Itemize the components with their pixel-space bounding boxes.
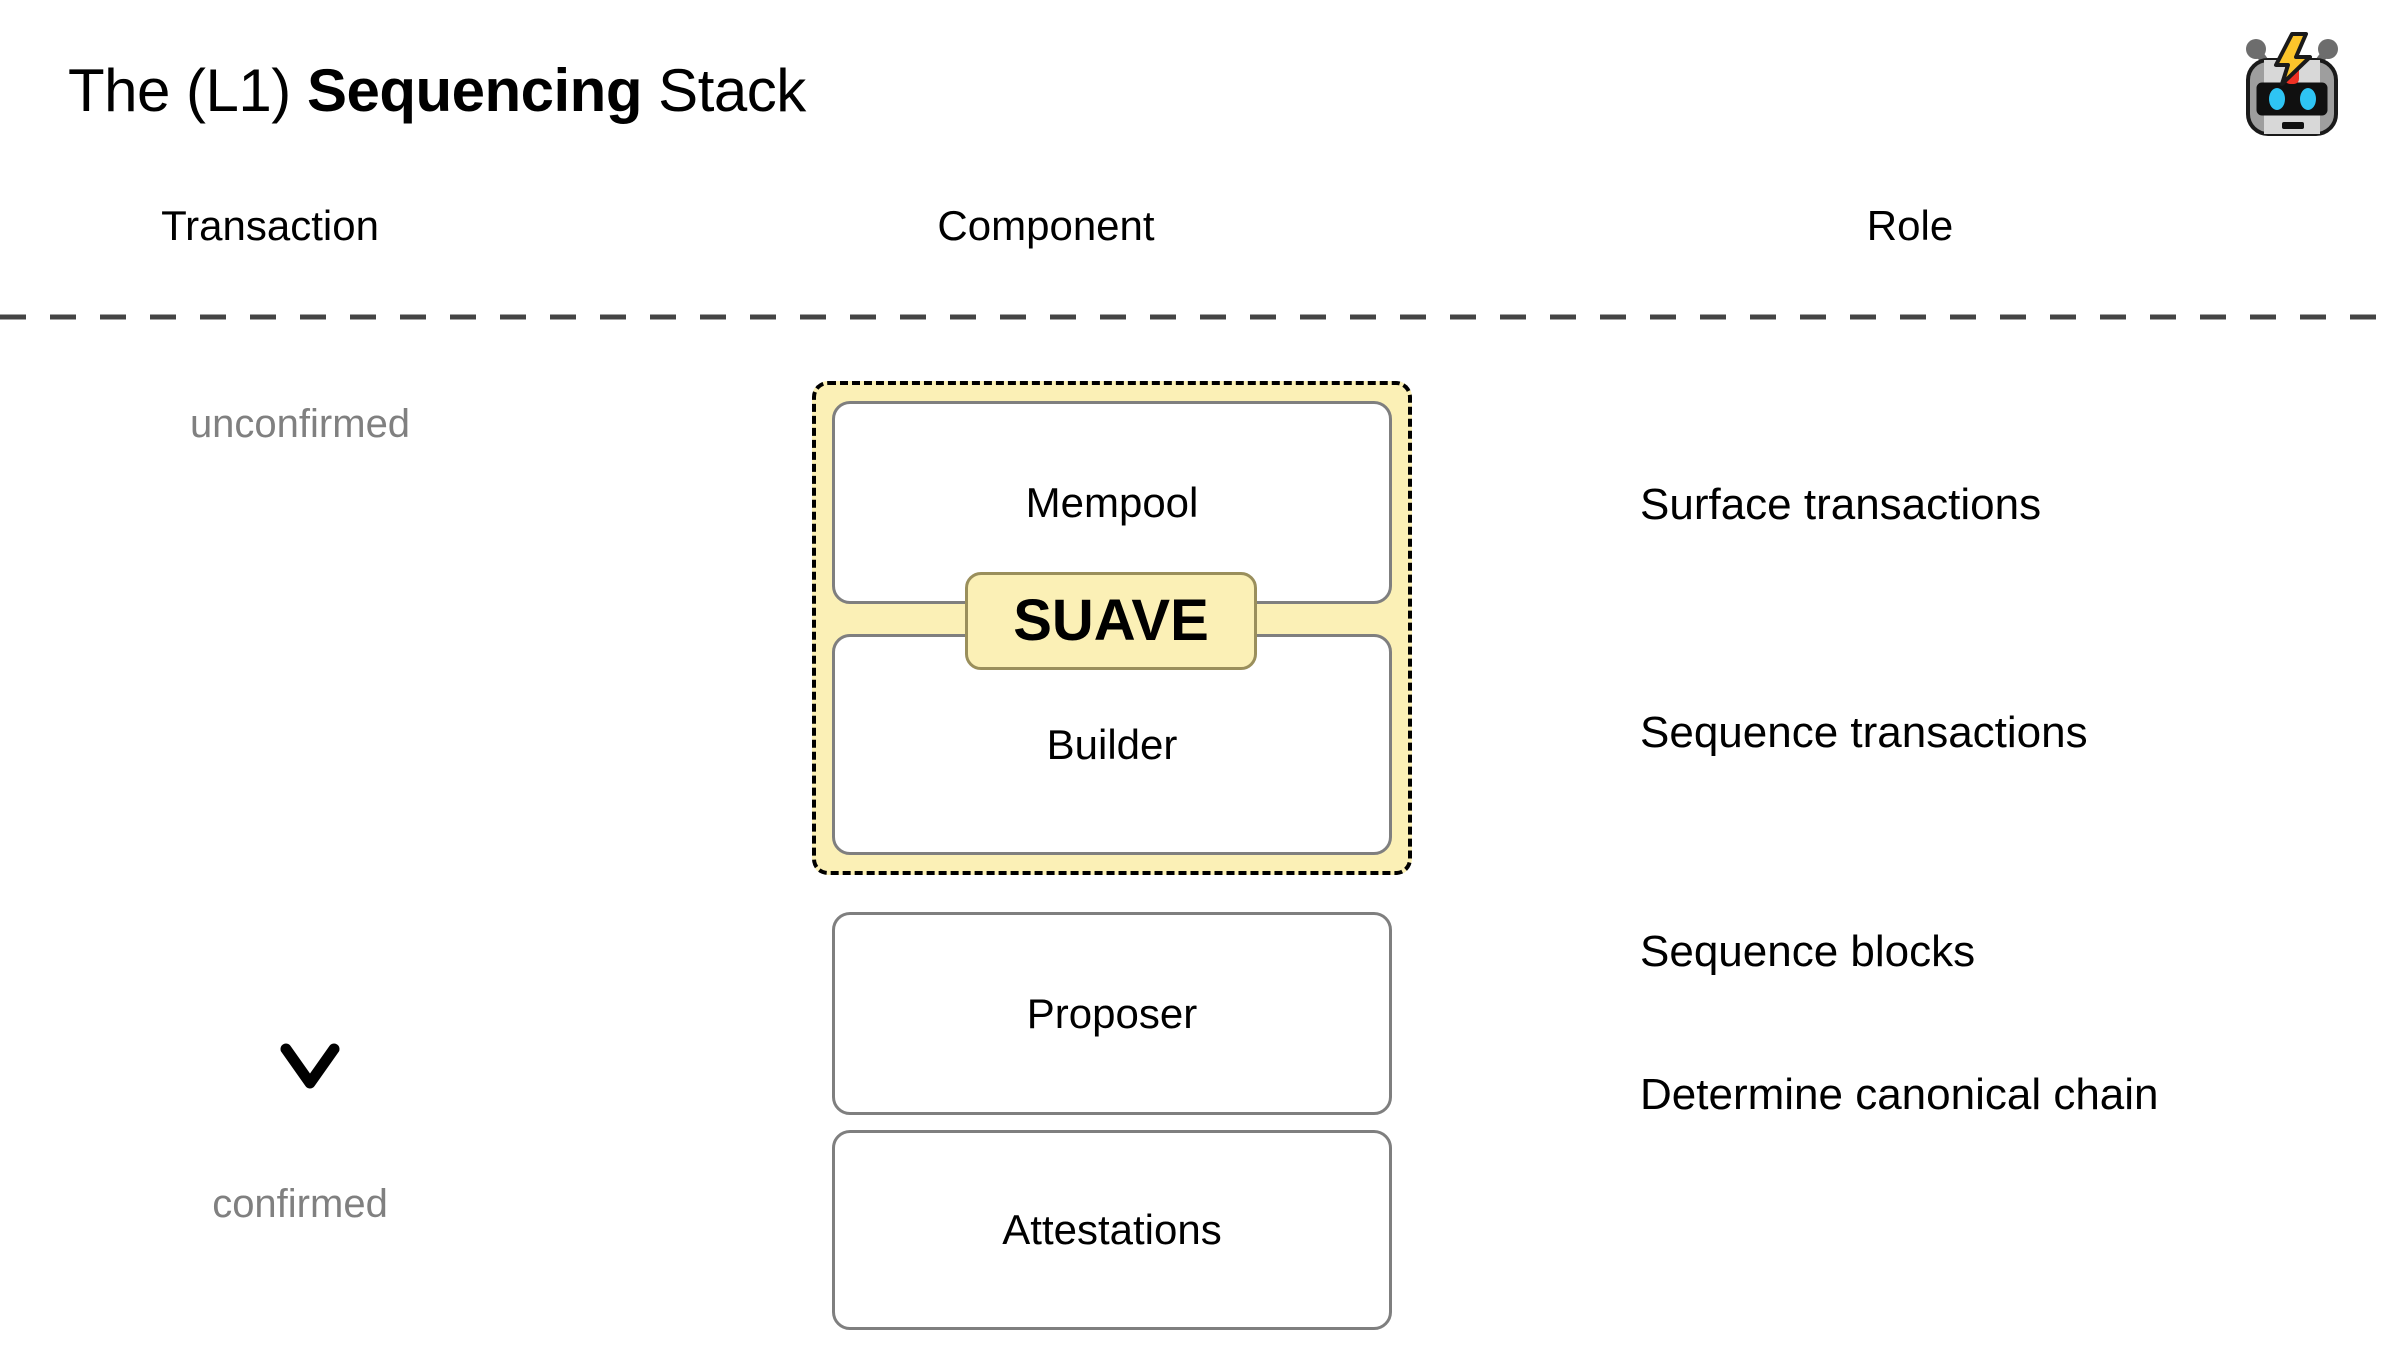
component-box-label: Attestations [1002,1206,1222,1253]
component-box-label: Builder [1046,720,1178,768]
role-text-surface-transactions: Surface transactions [1640,480,2042,529]
title-prefix: The (L1) [68,57,307,124]
component-box-label: Proposer [1026,989,1198,1037]
header-divider [0,307,2400,320]
component-box-attestations[interactable]: Attestations [832,1130,1392,1330]
role-text-determine-canonical-chain: Determine canonical chain [1640,1070,2159,1119]
role-text-sequence-transactions: Sequence transactions [1640,708,2088,757]
component-box-proposer[interactable]: Proposer [832,912,1392,1115]
robot-with-lightning-bolt-logo [2232,18,2352,138]
title-suffix: Stack [642,57,806,124]
component-box-label: Mempool [1025,478,1199,526]
column-header-transaction: Transaction [161,202,379,249]
title-emphasis: Sequencing [306,57,643,124]
suave-badge[interactable]: SUAVE [965,572,1257,670]
page-title: The (L1) Sequencing Stack [68,55,806,127]
label-unconfirmed: unconfirmed [189,402,411,446]
confirmation-progress-arrow [230,455,390,1155]
role-text-sequence-blocks: Sequence blocks [1640,927,1976,976]
suave-badge-label: SUAVE [1013,588,1209,653]
column-header-component: Component [937,202,1155,249]
column-header-role: Role [1866,202,1954,249]
label-confirmed: confirmed [212,1182,388,1226]
component-box-builder[interactable]: Builder [832,634,1392,855]
